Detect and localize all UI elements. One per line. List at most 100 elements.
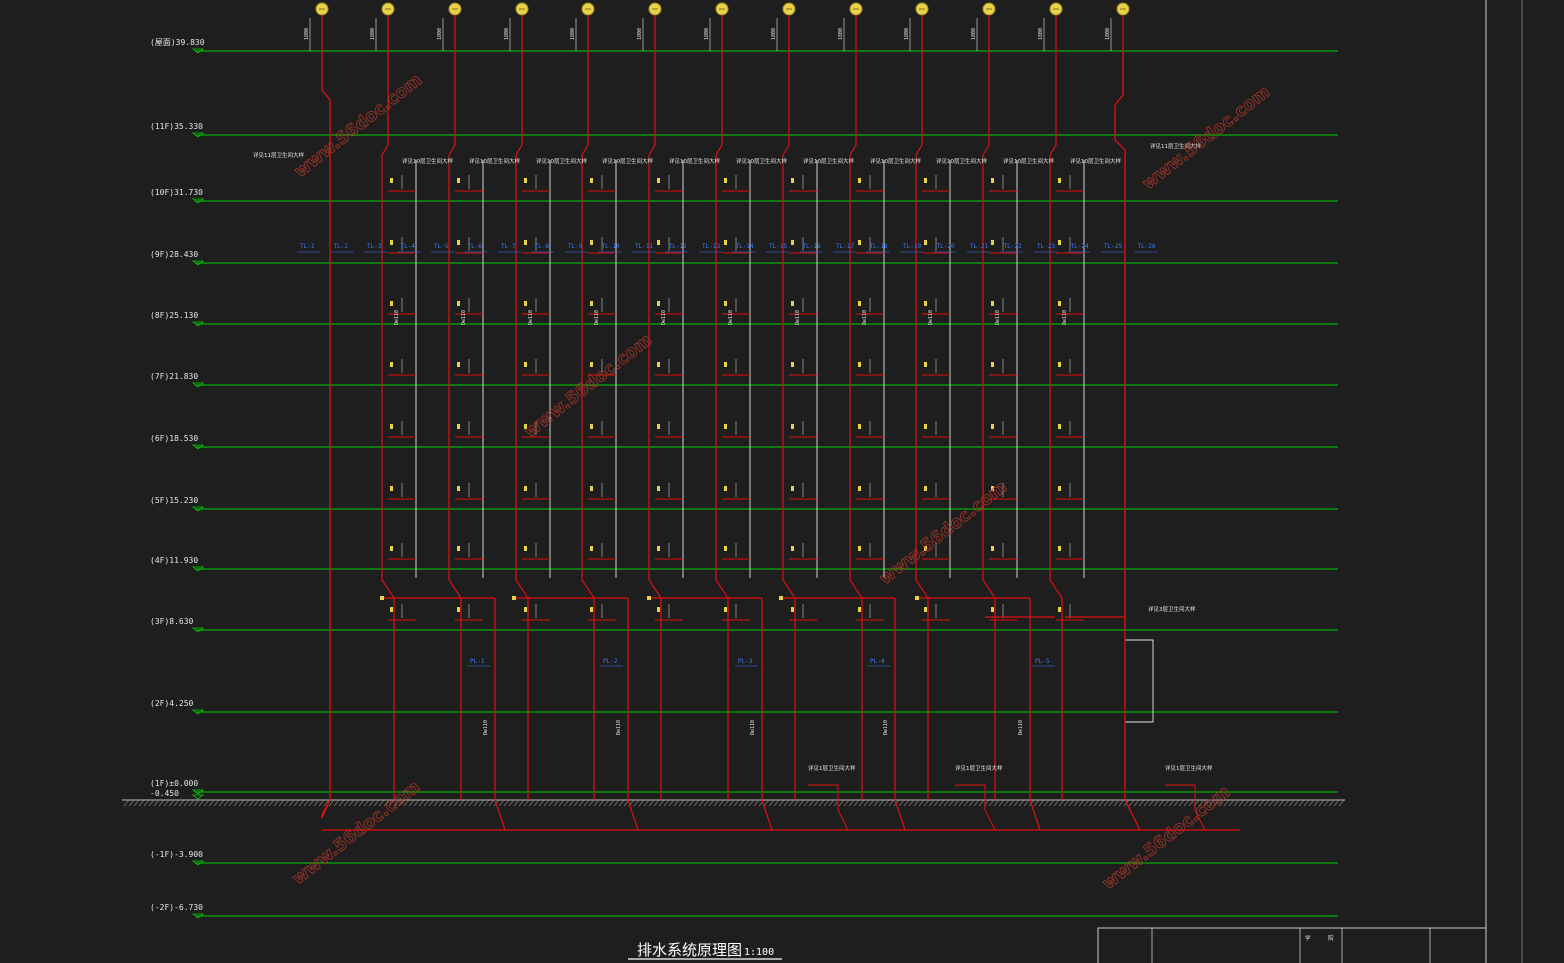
riser-marker: De110: [1062, 310, 1068, 325]
riser-marker: De110: [795, 310, 801, 325]
hatch-mark: [1003, 799, 1010, 807]
hatch-mark: [1298, 799, 1305, 807]
pipe-tag: TL-12: [669, 243, 687, 250]
hatch-mark: [153, 799, 160, 807]
hatch-mark: [863, 799, 870, 807]
hatch-mark: [208, 799, 215, 807]
hatch-mark: [648, 799, 655, 807]
hatch-mark: [123, 799, 130, 807]
riser-note: 详见10层卫生间大样: [602, 157, 653, 165]
hatch-mark: [1338, 799, 1345, 807]
fixture-icon: [590, 546, 593, 551]
hatch-mark: [388, 799, 395, 807]
hatch-mark: [923, 799, 930, 807]
floor-label: (10F)31.730: [150, 188, 203, 197]
drawing-scale: 1:100: [744, 947, 774, 958]
level-marker: [191, 913, 205, 919]
fixture-icon: [858, 240, 861, 245]
hatch-mark: [213, 799, 220, 807]
hatch-mark: [1303, 799, 1310, 807]
hatch-mark: [478, 799, 485, 807]
fixture-icon: [724, 301, 727, 306]
pipe-tag: TL-14: [736, 243, 754, 250]
note-ground-3: 详见1层卫生间大样: [1165, 764, 1213, 772]
fixture-icon: [657, 486, 660, 491]
hatch-mark: [973, 799, 980, 807]
titleblock-label: 院: [1328, 934, 1334, 942]
level-marker: [191, 794, 205, 800]
hatch-mark: [808, 799, 815, 807]
hatch-mark: [678, 799, 685, 807]
hatch-mark: [333, 799, 340, 807]
vent-dim: 1800: [637, 28, 643, 40]
hatch-mark: [1133, 799, 1140, 807]
detail-notes: 详见10层卫生间大样详见10层卫生间大样详见10层卫生间大样详见10层卫生间大样…: [253, 142, 1213, 772]
hatch-mark: [793, 799, 800, 807]
hatch-mark: [513, 799, 520, 807]
fixture-icon: [724, 486, 727, 491]
fixture-icon: [657, 301, 660, 306]
hatch-mark: [543, 799, 550, 807]
hatch-mark: [473, 799, 480, 807]
hatch-mark: [518, 799, 525, 807]
hatch-mark: [903, 799, 910, 807]
hatch-mark: [238, 799, 245, 807]
fixture-icon: [991, 362, 994, 367]
floor-lines: (屋面)39.830(11F)35.330(10F)31.730(9F)28.4…: [150, 38, 1338, 919]
fixture-icon: [924, 301, 927, 306]
hatch-mark: [1323, 799, 1330, 807]
watermark-text: www.56doc.com: [289, 777, 424, 889]
hatch-mark: [768, 799, 775, 807]
vent-dim: 1800: [570, 28, 576, 40]
fixture-icon: [524, 486, 527, 491]
floor-label: (-2F)-6.730: [150, 903, 203, 912]
cleanout-icon: [512, 596, 516, 600]
fixture-icon: [724, 424, 727, 429]
hatch-mark: [1138, 799, 1145, 807]
hatch-mark: [713, 799, 720, 807]
hatch-mark: [1098, 799, 1105, 807]
hatch-mark: [418, 799, 425, 807]
hatch-mark: [408, 799, 415, 807]
hatch-mark: [1208, 799, 1215, 807]
hatch-mark: [1218, 799, 1225, 807]
hatch-mark: [803, 799, 810, 807]
hatch-mark: [528, 799, 535, 807]
riser-pipe: [448, 51, 462, 800]
hatch-mark: [1288, 799, 1295, 807]
fixture-icon: [590, 362, 593, 367]
hatch-mark: [303, 799, 310, 807]
fixture-icon: [1058, 240, 1061, 245]
hatch-mark: [978, 799, 985, 807]
fixture-icon: [657, 424, 660, 429]
hatch-mark: [813, 799, 820, 807]
hatch-mark: [193, 799, 200, 807]
fixture-icon: [657, 178, 660, 183]
pipe-tag: TL-8: [535, 243, 550, 250]
hatch-mark: [403, 799, 410, 807]
note-left-11f: 详见11层卫生间大样: [253, 151, 304, 159]
vent-dim: 1800: [838, 28, 844, 40]
hatch-mark: [133, 799, 140, 807]
fixture-icon: [524, 546, 527, 551]
level-marker: [191, 789, 205, 795]
hatch-mark: [1178, 799, 1185, 807]
fixture-icon: [524, 240, 527, 245]
hatch-mark: [763, 799, 770, 807]
fixture-icon: [590, 607, 593, 612]
hatch-mark: [783, 799, 790, 807]
level-marker: [191, 506, 205, 512]
vent-dim: 1800: [904, 28, 910, 40]
hatch-mark: [943, 799, 950, 807]
branch-collector: [1125, 639, 1154, 723]
fixture-icon: [924, 240, 927, 245]
hatch-mark: [358, 799, 365, 807]
vent-dim: 1800: [771, 28, 777, 40]
hatch-mark: [433, 799, 440, 807]
title-block: [1097, 927, 1487, 963]
hatch-mark: [1073, 799, 1080, 807]
floor-label: (-1F)-3.900: [150, 850, 203, 859]
riser-note: 详见10层卫生间大样: [736, 157, 787, 165]
hatch-mark: [168, 799, 175, 807]
